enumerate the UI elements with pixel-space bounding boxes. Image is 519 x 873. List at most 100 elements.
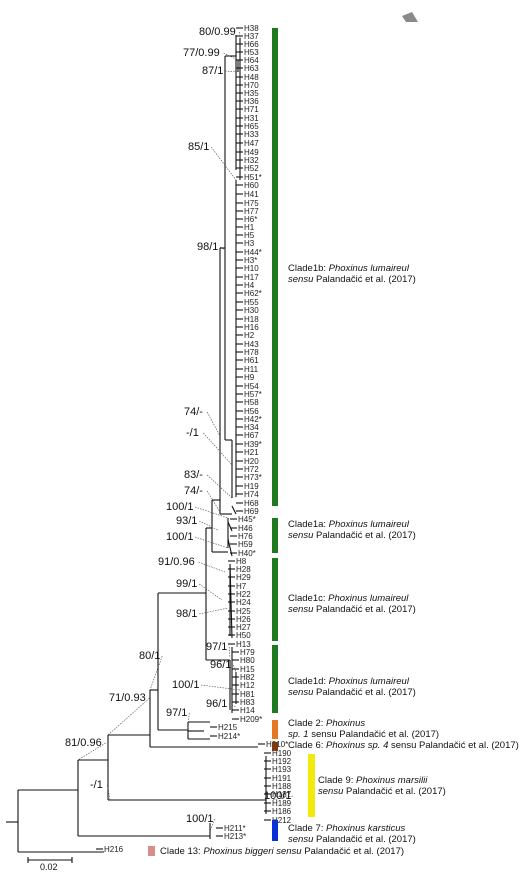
- tip-label: H32: [244, 156, 259, 165]
- clade-authors: Palandačić et al. (2017): [313, 687, 416, 698]
- tip-label: H65: [244, 122, 259, 131]
- clade-authors: sensu Palandačić et al. (2017): [388, 740, 519, 751]
- support-value: 99/1: [176, 578, 197, 590]
- tip-label: H69: [244, 507, 259, 516]
- clade-bar: [272, 742, 278, 751]
- tip-label: H39*: [244, 440, 262, 449]
- tip-label: H62*: [244, 289, 262, 298]
- tip-label: H21: [244, 448, 259, 457]
- tip-label: H24: [236, 598, 251, 607]
- support-leader-line: [187, 712, 190, 731]
- tip-label: H29: [236, 573, 251, 582]
- clade-authors: Palandačić et al. (2017): [313, 834, 416, 845]
- tip-label: H41: [244, 190, 259, 199]
- tip-label: H80: [240, 656, 255, 665]
- tip-label: H188: [272, 782, 292, 791]
- support-leader-line: [198, 561, 226, 573]
- tip-label: H6*: [244, 215, 257, 224]
- clade-taxon: Phoxinus: [326, 740, 366, 751]
- support-leader-line: [107, 697, 150, 736]
- support-leader-line: [199, 520, 219, 531]
- tip-label: H36: [244, 97, 259, 106]
- support-leader-line: [220, 246, 226, 251]
- internal-branch: [227, 521, 233, 532]
- internal-branch: [231, 505, 237, 515]
- tip-label: H212: [272, 816, 292, 825]
- clade-bar: [272, 558, 278, 641]
- tip-label: H19: [244, 482, 259, 491]
- tip-labels: H38H37H66H53H64H63H48H70H35H36H71H31H65H…: [104, 24, 292, 854]
- tip-label: H8: [236, 557, 247, 566]
- support-leader-line: [199, 583, 223, 601]
- tip-label: H16: [244, 323, 259, 332]
- clade-qualifier: sensu: [288, 274, 314, 285]
- clade-taxon: Phoxinus karsticus: [326, 823, 406, 834]
- tip-label: H13: [236, 640, 251, 649]
- support-value: 80/0.99: [199, 26, 236, 38]
- clade-name: Clade1d:: [288, 676, 329, 687]
- internal-branch: [227, 538, 233, 557]
- clade-taxon: Phoxinus lumaireul: [328, 676, 409, 687]
- tip-label: H50: [236, 631, 251, 640]
- tip-label: H81: [240, 690, 255, 699]
- clade-name: Clade 6:: [288, 740, 327, 751]
- support-value: 100/1: [166, 501, 194, 513]
- tip-label: H60: [244, 181, 259, 190]
- tip-label: H59: [238, 540, 253, 549]
- support-leader-lines: [77, 31, 294, 832]
- tip-label: H57*: [244, 390, 262, 399]
- support-value: 77/0.99: [183, 47, 220, 59]
- support-value: 81/0.96: [65, 737, 102, 749]
- tip-label: H3*: [244, 256, 257, 265]
- tip-label: H1: [244, 223, 255, 232]
- tip-label: H63: [244, 64, 259, 73]
- support-value: 74/-: [184, 485, 203, 497]
- tip-label: H211*: [224, 824, 246, 833]
- tip-label: H186: [272, 807, 292, 816]
- tip-label: H47: [244, 139, 259, 148]
- clade-label: Clade 6: Phoxinus sp. 4 sensu Palandačić…: [288, 740, 519, 751]
- clade-name: Clade1c:: [288, 593, 329, 604]
- tip-label: H215: [218, 723, 238, 732]
- tip-label: H15: [240, 665, 255, 674]
- support-value: 100/1: [186, 813, 214, 825]
- tip-label: H28: [236, 565, 251, 574]
- tip-label: H52: [244, 164, 259, 173]
- tip-label: H2: [244, 331, 255, 340]
- tip-label: H64: [244, 56, 259, 65]
- tip-label: H22: [236, 590, 251, 599]
- tip-label: H82: [240, 673, 255, 682]
- support-leader-line: [194, 506, 229, 519]
- tip-label: H216: [104, 845, 124, 854]
- clade-bar: [272, 645, 278, 713]
- tip-label: H9: [244, 373, 255, 382]
- clade-qualifier: sensu: [288, 604, 314, 615]
- tip-label: H3: [244, 239, 255, 248]
- tip-label: H4: [244, 281, 255, 290]
- support-value: 97/1: [166, 707, 187, 719]
- clade-qualifier: sensu: [276, 846, 302, 857]
- internal-branch: [229, 563, 233, 639]
- tip-label: H48: [244, 73, 259, 82]
- clade-bar: [148, 846, 155, 856]
- support-value: 74/-: [184, 406, 203, 418]
- support-value: 83/-: [184, 469, 203, 481]
- tip-label: H11: [244, 365, 259, 374]
- support-value: 87/1: [202, 65, 223, 77]
- tip-label: H26: [236, 615, 251, 624]
- tip-label: H27: [236, 623, 251, 632]
- tip-label: H58: [244, 398, 259, 407]
- support-leader-line: [229, 703, 237, 708]
- clade-qualifier: sp. 4: [367, 740, 389, 751]
- tip-label: H7: [236, 582, 247, 591]
- support-value: 96/1: [210, 659, 231, 671]
- clade-taxon: Phoxinus lumaireul: [328, 519, 409, 530]
- tip-label: H37: [244, 32, 259, 41]
- clade-taxon: Phoxinus lumaireul: [328, 263, 409, 274]
- tip-label: H67: [244, 431, 259, 440]
- scale-bar: [27, 857, 73, 863]
